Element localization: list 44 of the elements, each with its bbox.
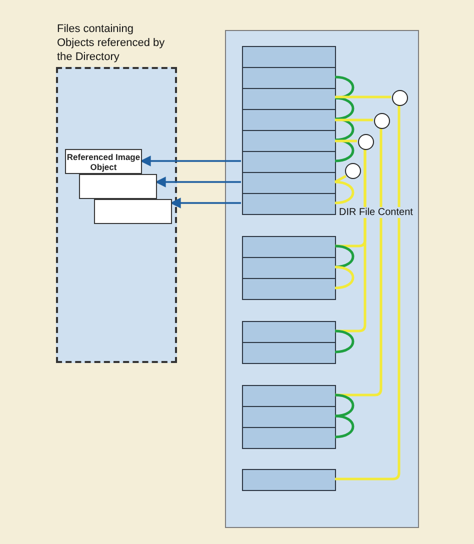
link-arc xyxy=(334,266,354,290)
record-box xyxy=(242,109,336,131)
connector-line xyxy=(334,174,347,184)
file-box xyxy=(79,174,157,199)
connector-line xyxy=(335,140,357,142)
link-arc xyxy=(334,330,354,354)
circle-marker xyxy=(345,163,361,179)
record-box xyxy=(242,469,336,491)
record-box xyxy=(242,342,336,364)
file-box: Referenced Image Object xyxy=(65,149,142,174)
record-box xyxy=(242,257,336,279)
record-box xyxy=(242,130,336,152)
circle-marker xyxy=(374,113,390,129)
record-box xyxy=(242,193,336,215)
record-box xyxy=(242,278,336,300)
record-box xyxy=(242,88,336,110)
record-box xyxy=(242,236,336,258)
connector-line xyxy=(335,96,391,98)
link-arc xyxy=(334,414,354,438)
circle-marker xyxy=(392,90,408,106)
connector-line xyxy=(335,118,373,122)
arrow xyxy=(170,198,241,208)
arrow xyxy=(155,176,241,188)
file-box xyxy=(94,199,172,224)
record-box xyxy=(242,385,336,407)
record-box xyxy=(242,67,336,89)
group-heading: Files containing Objects referenced by the Directory xyxy=(57,22,166,64)
link-arc xyxy=(334,180,354,204)
link-arc xyxy=(334,138,354,162)
connector-line xyxy=(335,105,400,480)
link-arc xyxy=(334,244,354,268)
circle-marker xyxy=(358,134,374,150)
panel-label: DIR File Content xyxy=(339,207,413,218)
record-box xyxy=(242,321,336,343)
link-arc xyxy=(334,96,354,120)
record-box xyxy=(242,406,336,428)
record-box xyxy=(242,172,336,194)
record-box xyxy=(242,46,336,68)
directory-panel xyxy=(225,30,419,528)
link-arc xyxy=(334,118,354,142)
record-box xyxy=(242,427,336,449)
link-arc xyxy=(334,394,354,418)
record-box xyxy=(242,151,336,173)
arrow xyxy=(140,156,241,166)
